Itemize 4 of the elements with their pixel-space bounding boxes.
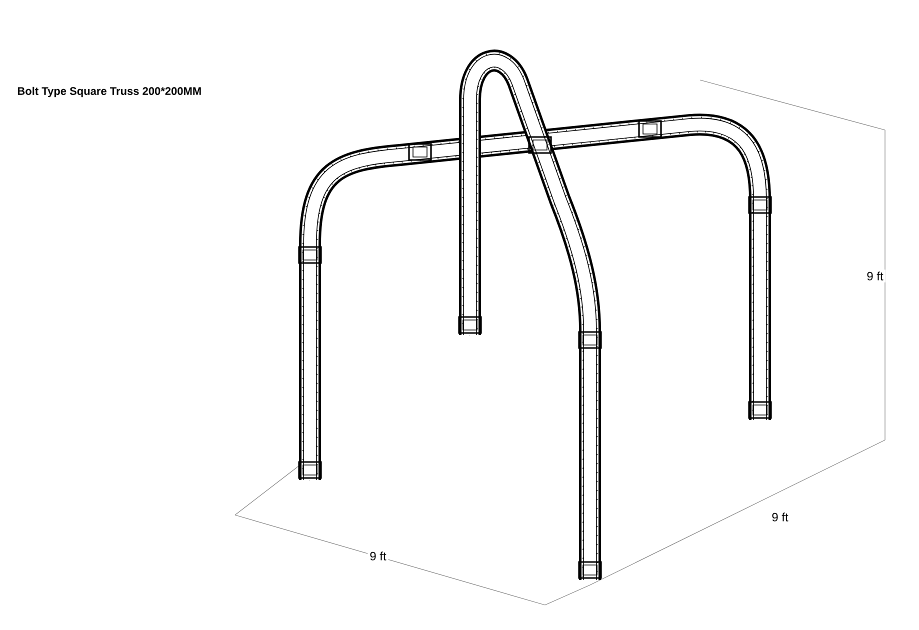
dimension-label: 9 ft [368,550,388,562]
dimension-label: 9 ft [864,270,886,282]
title: Bolt Type Square Truss 200*200MM [18,86,201,98]
dimension-label: 9 ft [770,510,790,524]
